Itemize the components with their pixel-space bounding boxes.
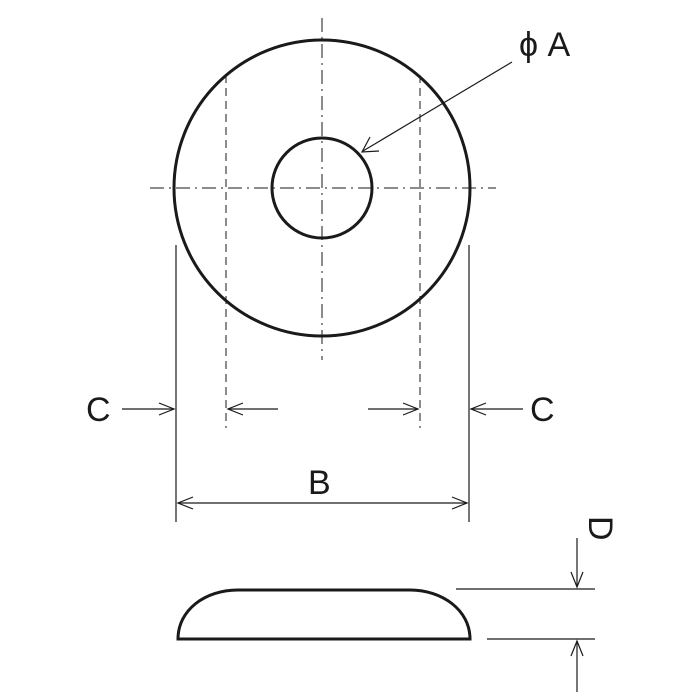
clearance-dimension-left: C <box>86 391 278 429</box>
outer-circle <box>172 38 472 338</box>
clearance-label-right: C <box>530 391 555 429</box>
diameter-leader: ϕ A <box>360 26 570 153</box>
side-view <box>176 588 472 641</box>
side-profile <box>176 588 472 641</box>
height-dimension: D <box>456 516 619 692</box>
inner-hole-circle <box>270 136 374 240</box>
width-label: B <box>308 464 331 502</box>
top-view <box>150 18 496 428</box>
diameter-label: ϕ A <box>519 26 570 64</box>
height-label: D <box>581 516 619 541</box>
diameter-arrowhead <box>360 136 380 153</box>
clearance-dimension-right: C <box>368 391 555 429</box>
width-dimension: B <box>176 464 469 510</box>
clearance-label-left: C <box>86 391 111 429</box>
